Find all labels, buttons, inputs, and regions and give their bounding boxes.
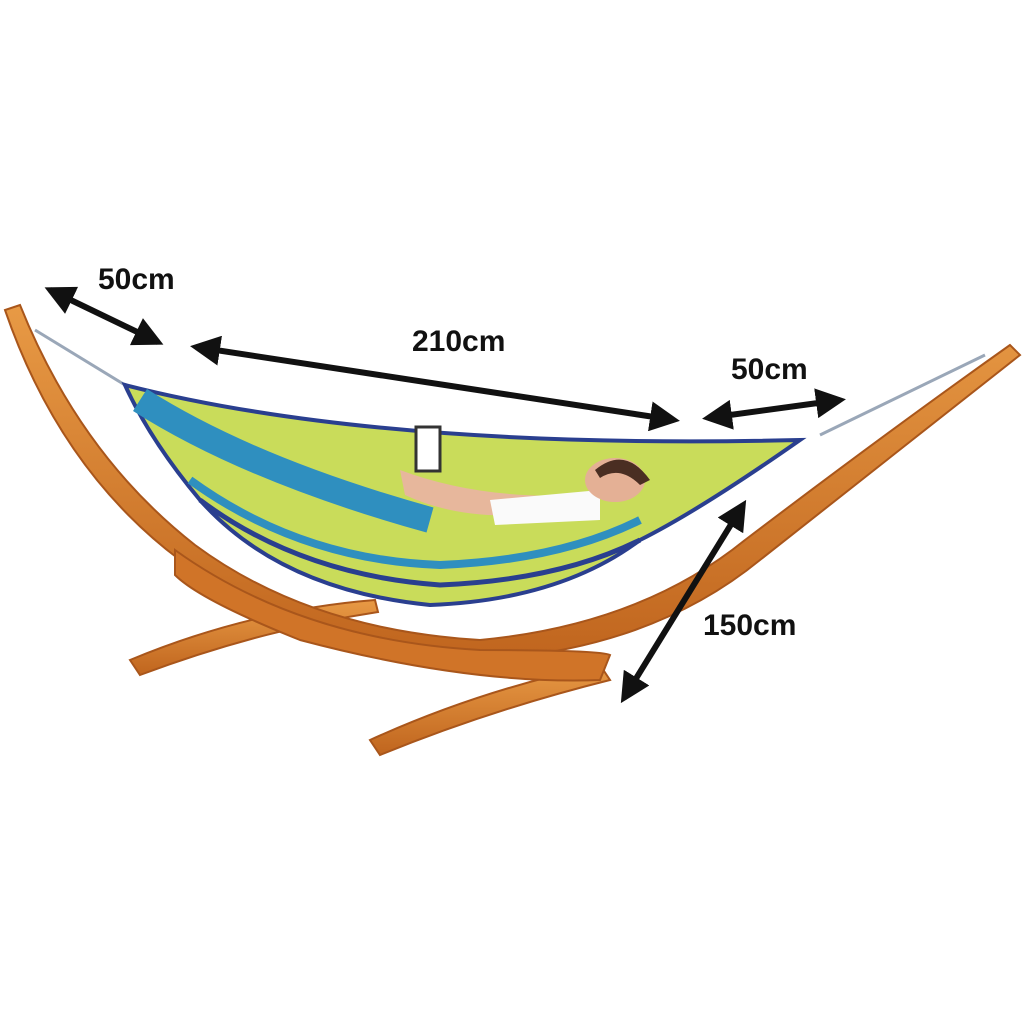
person-with-tablet <box>400 425 650 525</box>
left-extension-arrow <box>44 286 164 346</box>
bed-length-label: 210cm <box>412 325 506 358</box>
height-arrow <box>620 499 747 704</box>
left-extension-label: 50cm <box>98 263 175 296</box>
right-extension-arrow <box>702 388 846 430</box>
wooden-arc-stand <box>3 303 1022 682</box>
right-extension-label: 50cm <box>731 353 808 386</box>
dimension-arrows <box>44 286 846 704</box>
tablet-icon <box>414 425 442 473</box>
bed-length-arrow <box>190 335 680 432</box>
height-label: 150cm <box>703 609 797 642</box>
